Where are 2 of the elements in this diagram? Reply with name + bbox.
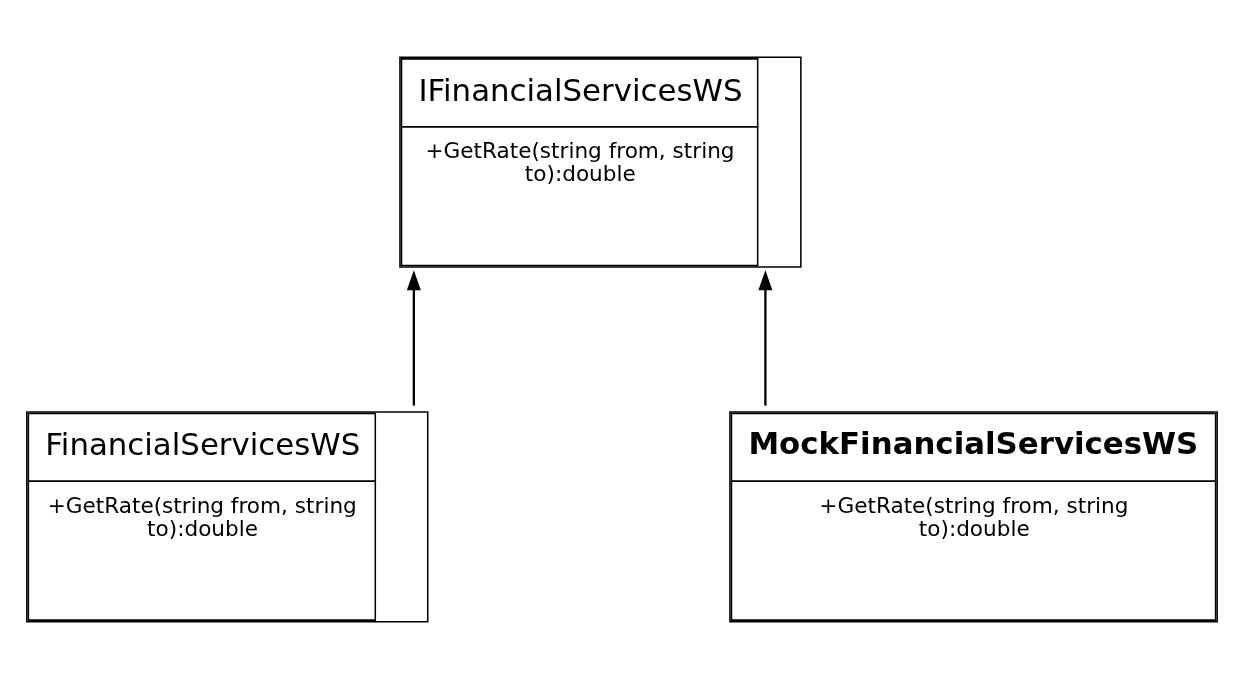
arrow	[406, 270, 421, 406]
arrow	[758, 270, 773, 406]
